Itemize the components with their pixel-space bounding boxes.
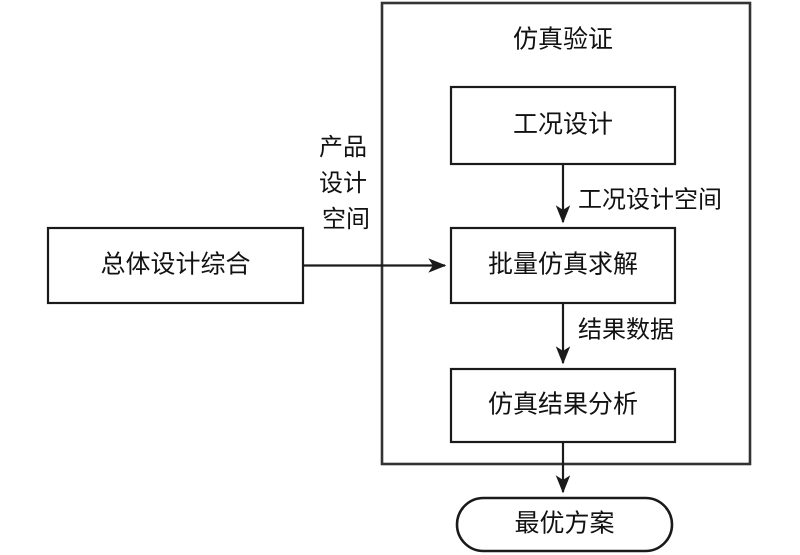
group-title-label: 仿真验证: [513, 26, 613, 54]
node-result-analysis[interactable]: [449, 367, 677, 444]
edge-label-product-design-space-line-2: 设计: [319, 170, 367, 197]
node-condition-design-label: 工况设计: [513, 111, 613, 139]
node-batch-simulation[interactable]: [449, 226, 677, 305]
edge-label-product-design-space-line-3: 空间: [322, 206, 370, 233]
node-optimal-scheme-label: 最优方案: [514, 510, 614, 538]
edge-label-product-design-space-line-1: 产品: [319, 134, 367, 161]
node-result-analysis-label: 仿真结果分析: [488, 391, 638, 419]
node-condition-design[interactable]: [449, 85, 677, 166]
node-optimal-scheme[interactable]: [455, 496, 674, 553]
edge-label-product-design-space: 产品 设计 空间: [319, 134, 373, 233]
edge-label-result-data: 结果数据: [578, 317, 674, 344]
edge-label-condition-design-space: 工况设计空间: [578, 187, 722, 214]
node-batch-simulation-label: 批量仿真求解: [488, 251, 638, 279]
node-overall-design[interactable]: [46, 226, 305, 305]
node-overall-design-label: 总体设计综合: [100, 251, 250, 279]
group-container-simulation-verification: [380, 1, 752, 466]
